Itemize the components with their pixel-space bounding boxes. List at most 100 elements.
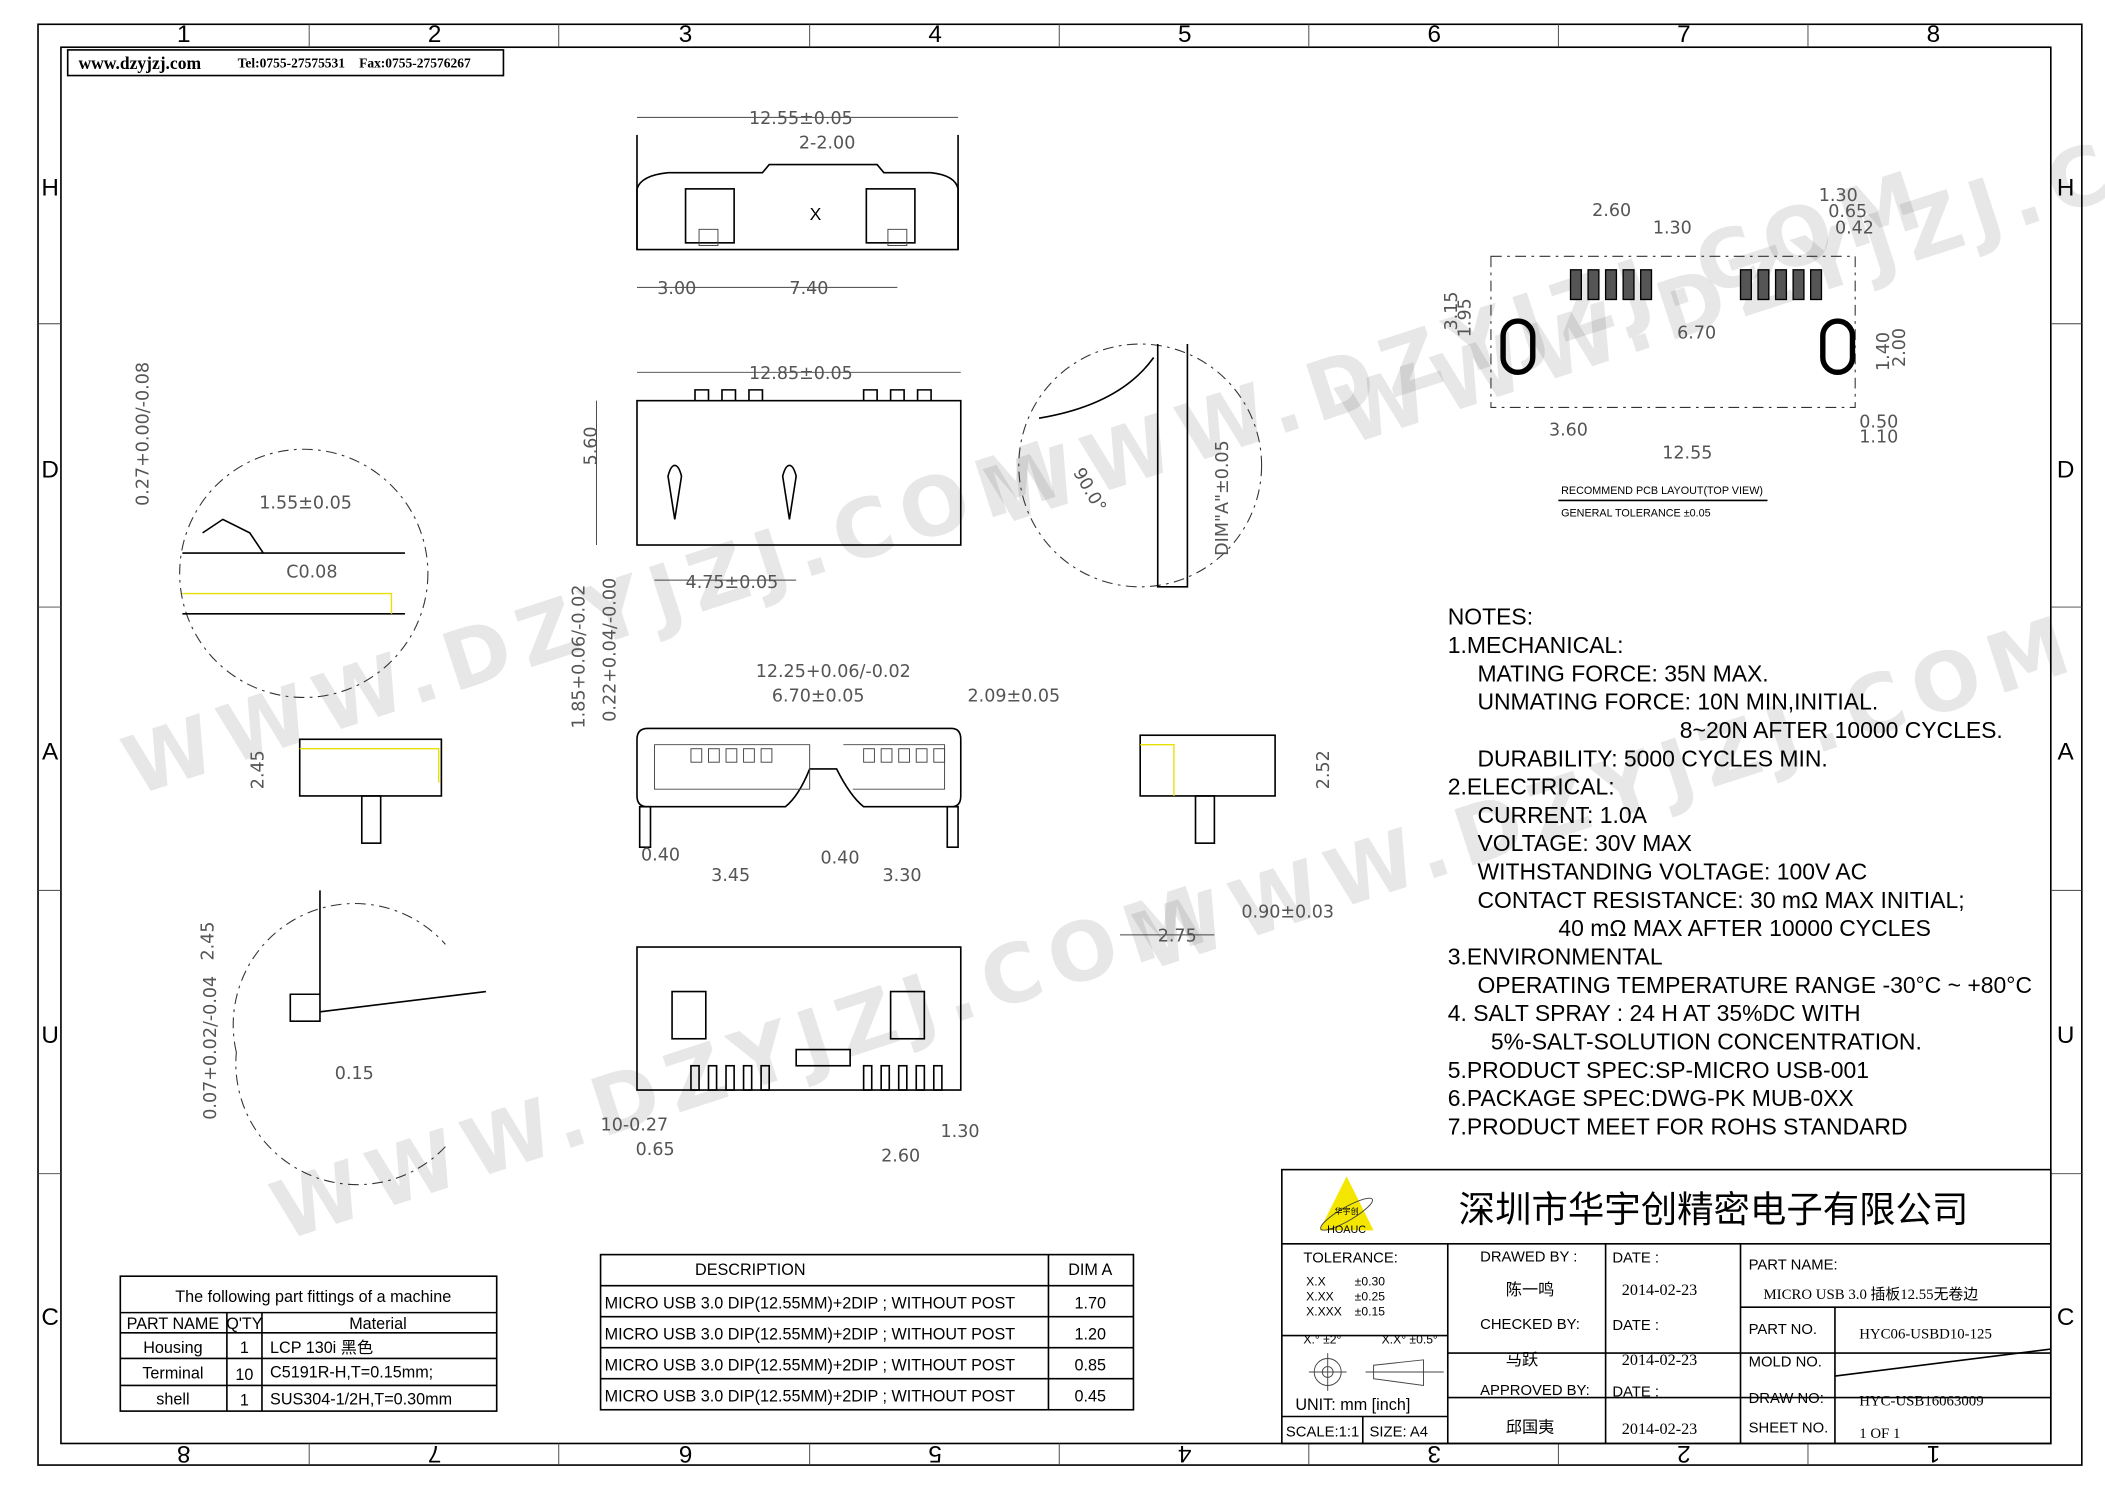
svg-text:2-2.00: 2-2.00 bbox=[799, 133, 855, 153]
svg-text:1.20: 1.20 bbox=[1075, 1326, 1106, 1344]
svg-text:SHEET NO.: SHEET NO. bbox=[1749, 1421, 1829, 1437]
grid-bottom: 7 bbox=[428, 1440, 442, 1467]
projection-symbol-icon bbox=[1308, 1353, 1444, 1391]
svg-text:2.45: 2.45 bbox=[198, 922, 218, 961]
svg-text:MOLD NO.: MOLD NO. bbox=[1749, 1355, 1822, 1371]
svg-text:4. SALT SPRAY : 24 H AT 35%DC: 4. SALT SPRAY : 24 H AT 35%DC WITH bbox=[1448, 1000, 1861, 1026]
grid-bottom: 2 bbox=[1677, 1440, 1691, 1467]
header-tel: Tel:0755-27575531 bbox=[238, 55, 346, 70]
svg-text:DATE :: DATE : bbox=[1612, 1251, 1659, 1267]
svg-text:0.65: 0.65 bbox=[636, 1140, 675, 1160]
top-view: 12.55±0.05 2-2.00 X 3.00 7.40 bbox=[636, 109, 959, 299]
grid-side: U bbox=[2057, 1022, 2075, 1049]
svg-text:0.42: 0.42 bbox=[1835, 218, 1874, 238]
svg-text:Material: Material bbox=[349, 1315, 407, 1333]
svg-text:DRAW NO:: DRAW NO: bbox=[1749, 1391, 1824, 1407]
svg-text:TOLERANCE:: TOLERANCE: bbox=[1303, 1251, 1398, 1267]
grid-side: H bbox=[41, 175, 59, 202]
svg-text:7.40: 7.40 bbox=[789, 279, 828, 299]
svg-text:0.45: 0.45 bbox=[1075, 1388, 1106, 1406]
grid-top: 5 bbox=[1178, 21, 1192, 48]
grid-ticks bbox=[38, 24, 2082, 1466]
svg-text:SCALE:1:1: SCALE:1:1 bbox=[1286, 1425, 1359, 1441]
svg-text:SIZE: A4: SIZE: A4 bbox=[1370, 1425, 1429, 1441]
svg-text:1.30: 1.30 bbox=[1653, 218, 1692, 238]
svg-text:3.30: 3.30 bbox=[883, 866, 922, 886]
svg-text:C0.08: C0.08 bbox=[286, 562, 337, 582]
company-name: 深圳市华宇创精密电子有限公司 bbox=[1459, 1189, 1969, 1230]
svg-text:40 mΩ MAX AFTER 10000 CYCLES: 40 mΩ MAX AFTER 10000 CYCLES bbox=[1558, 915, 1931, 941]
svg-text:1: 1 bbox=[240, 1392, 249, 1410]
title-block: 华宇创 HOAUC 深圳市华宇创精密电子有限公司 TOLERANCE: X.X±… bbox=[1281, 1168, 2052, 1445]
grid-bottom: 6 bbox=[679, 1440, 693, 1467]
grid-side: C bbox=[2057, 1304, 2075, 1331]
front-face-view: 12.25+0.06/-0.02 6.70±0.05 2.09±0.05 1.8… bbox=[569, 578, 1060, 886]
svg-text:2.52: 2.52 bbox=[1314, 750, 1334, 789]
svg-text:3.00: 3.00 bbox=[657, 279, 696, 299]
svg-text:3.45: 3.45 bbox=[711, 866, 750, 886]
svg-text:HOAUC: HOAUC bbox=[1327, 1224, 1366, 1236]
svg-text:0.65: 0.65 bbox=[1828, 202, 1867, 222]
svg-text:0.50: 0.50 bbox=[1859, 413, 1898, 433]
svg-text:MICRO USB 3.0 DIP(12.55MM)+2DI: MICRO USB 3.0 DIP(12.55MM)+2DIP ; WITHOU… bbox=[605, 1388, 1016, 1406]
grid-labels: 1 2 3 4 5 6 7 8 8 7 6 5 4 3 2 1 H D A U … bbox=[41, 21, 2074, 1467]
grid-top: 2 bbox=[428, 21, 441, 48]
svg-text:MATING FORCE: 35N MAX.: MATING FORCE: 35N MAX. bbox=[1477, 660, 1768, 686]
svg-text:1.85+0.06/-0.02: 1.85+0.06/-0.02 bbox=[569, 585, 589, 729]
svg-text:4.75±0.05: 4.75±0.05 bbox=[686, 573, 779, 593]
svg-text:DIM A: DIM A bbox=[1068, 1261, 1112, 1279]
grid-top: 6 bbox=[1428, 21, 1442, 48]
header-box bbox=[66, 49, 505, 77]
svg-text:0.15: 0.15 bbox=[335, 1064, 374, 1084]
grid-side: D bbox=[41, 457, 59, 484]
svg-text:X.X° ±0.5°: X.X° ±0.5° bbox=[1382, 1333, 1438, 1347]
svg-text:PART NAME: PART NAME bbox=[127, 1315, 220, 1333]
svg-text:1: 1 bbox=[240, 1339, 249, 1357]
svg-text:RECOMMEND PCB LAYOUT(TOP VIEW): RECOMMEND PCB LAYOUT(TOP VIEW) bbox=[1561, 485, 1763, 497]
svg-text:MICRO USB 3.0 DIP(12.55MM)+2DI: MICRO USB 3.0 DIP(12.55MM)+2DIP ; WITHOU… bbox=[605, 1357, 1016, 1375]
svg-text:邱国夷: 邱国夷 bbox=[1506, 1419, 1555, 1437]
svg-text:MICRO USB 3.0 DIP(12.55MM)+2DI: MICRO USB 3.0 DIP(12.55MM)+2DIP ; WITHOU… bbox=[605, 1326, 1016, 1344]
svg-text:DIM"A"±0.05: DIM"A"±0.05 bbox=[1213, 440, 1233, 556]
right-side-view: 2.52 2.75 0.90±0.03 bbox=[1119, 734, 1334, 947]
grid-side: A bbox=[42, 739, 59, 766]
grid-top: 3 bbox=[679, 21, 693, 48]
grid-top: 8 bbox=[1927, 21, 1941, 48]
svg-text:3.15: 3.15 bbox=[1442, 292, 1462, 331]
grid-bottom: 5 bbox=[928, 1440, 942, 1467]
svg-text:10-0.27: 10-0.27 bbox=[601, 1116, 669, 1136]
svg-text:WITHSTANDING VOLTAGE: 100V AC: WITHSTANDING VOLTAGE: 100V AC bbox=[1477, 859, 1867, 885]
grid-side: A bbox=[2058, 739, 2075, 766]
svg-text:1.10: 1.10 bbox=[1859, 427, 1898, 447]
grid-bottom: 3 bbox=[1428, 1440, 1442, 1467]
svg-text:3.60: 3.60 bbox=[1549, 421, 1588, 441]
svg-text:UNIT: mm [inch]: UNIT: mm [inch] bbox=[1295, 1396, 1410, 1414]
svg-text:1.40: 1.40 bbox=[1874, 332, 1894, 371]
bottom-view: 10-0.27 0.65 1.30 2.60 bbox=[601, 946, 980, 1167]
svg-text:0.90±0.03: 0.90±0.03 bbox=[1241, 902, 1334, 922]
svg-text:12.25+0.06/-0.02: 12.25+0.06/-0.02 bbox=[756, 662, 911, 682]
svg-text:WWW.DZYJZJ.COM: WWW.DZYJZJ.COM bbox=[261, 866, 1228, 1260]
svg-text:2014-02-23: 2014-02-23 bbox=[1622, 1421, 1697, 1438]
svg-text:0.22+0.04/-0.00: 0.22+0.04/-0.00 bbox=[600, 578, 620, 722]
svg-text:X.° ±2°: X.° ±2° bbox=[1303, 1333, 1341, 1347]
notes: NOTES: 1.MECHANICAL: MATING FORCE: 35N M… bbox=[1448, 604, 2032, 1140]
svg-text:2014-02-23: 2014-02-23 bbox=[1622, 1352, 1697, 1369]
grid-side: U bbox=[41, 1022, 59, 1049]
svg-text:LCP 130i 黑色: LCP 130i 黑色 bbox=[270, 1339, 373, 1357]
svg-text:The following part fittings of: The following part fittings of a machine bbox=[175, 1288, 451, 1306]
svg-text:X: X bbox=[810, 204, 822, 224]
svg-text:±0.25: ±0.25 bbox=[1355, 1289, 1386, 1303]
svg-text:马跃: 马跃 bbox=[1506, 1351, 1538, 1369]
svg-text:1 OF 1: 1 OF 1 bbox=[1859, 1426, 1900, 1442]
svg-text:1.MECHANICAL:: 1.MECHANICAL: bbox=[1448, 632, 1624, 658]
outer-frame bbox=[37, 23, 2083, 1466]
svg-text:UNMATING FORCE: 10N MIN,INITIA: UNMATING FORCE: 10N MIN,INITIAL. bbox=[1477, 689, 1878, 715]
svg-text:Terminal: Terminal bbox=[142, 1365, 203, 1383]
svg-text:7.PRODUCT MEET FOR ROHS STANDA: 7.PRODUCT MEET FOR ROHS STANDARD bbox=[1448, 1114, 1908, 1140]
svg-text:10: 10 bbox=[235, 1366, 253, 1384]
svg-text:5.60: 5.60 bbox=[582, 426, 602, 465]
svg-text:Housing: Housing bbox=[143, 1339, 202, 1357]
svg-text:华宇创: 华宇创 bbox=[1334, 1206, 1358, 1216]
